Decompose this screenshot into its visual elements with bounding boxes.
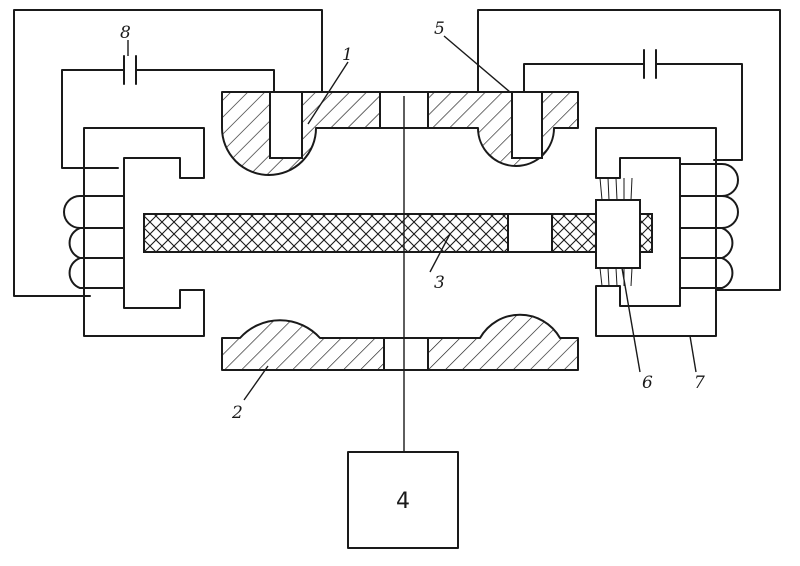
label-8: 8	[120, 23, 131, 43]
unit-4-label: 4	[396, 489, 410, 514]
lower-electrode-hole	[384, 338, 428, 370]
label-3: 3	[434, 273, 445, 293]
label-7: 7	[694, 373, 705, 393]
right-capacitor	[644, 50, 656, 78]
label-2: 2	[231, 403, 243, 423]
label-5: 5	[434, 19, 445, 39]
wafer-bar	[144, 214, 508, 252]
right-coil	[680, 164, 738, 288]
left-coil	[64, 196, 124, 288]
left-capacitor	[124, 56, 136, 84]
label-1: 1	[342, 45, 353, 65]
wafer-gap	[508, 214, 552, 252]
label-6: 6	[642, 373, 653, 393]
sensor-element	[596, 200, 640, 268]
